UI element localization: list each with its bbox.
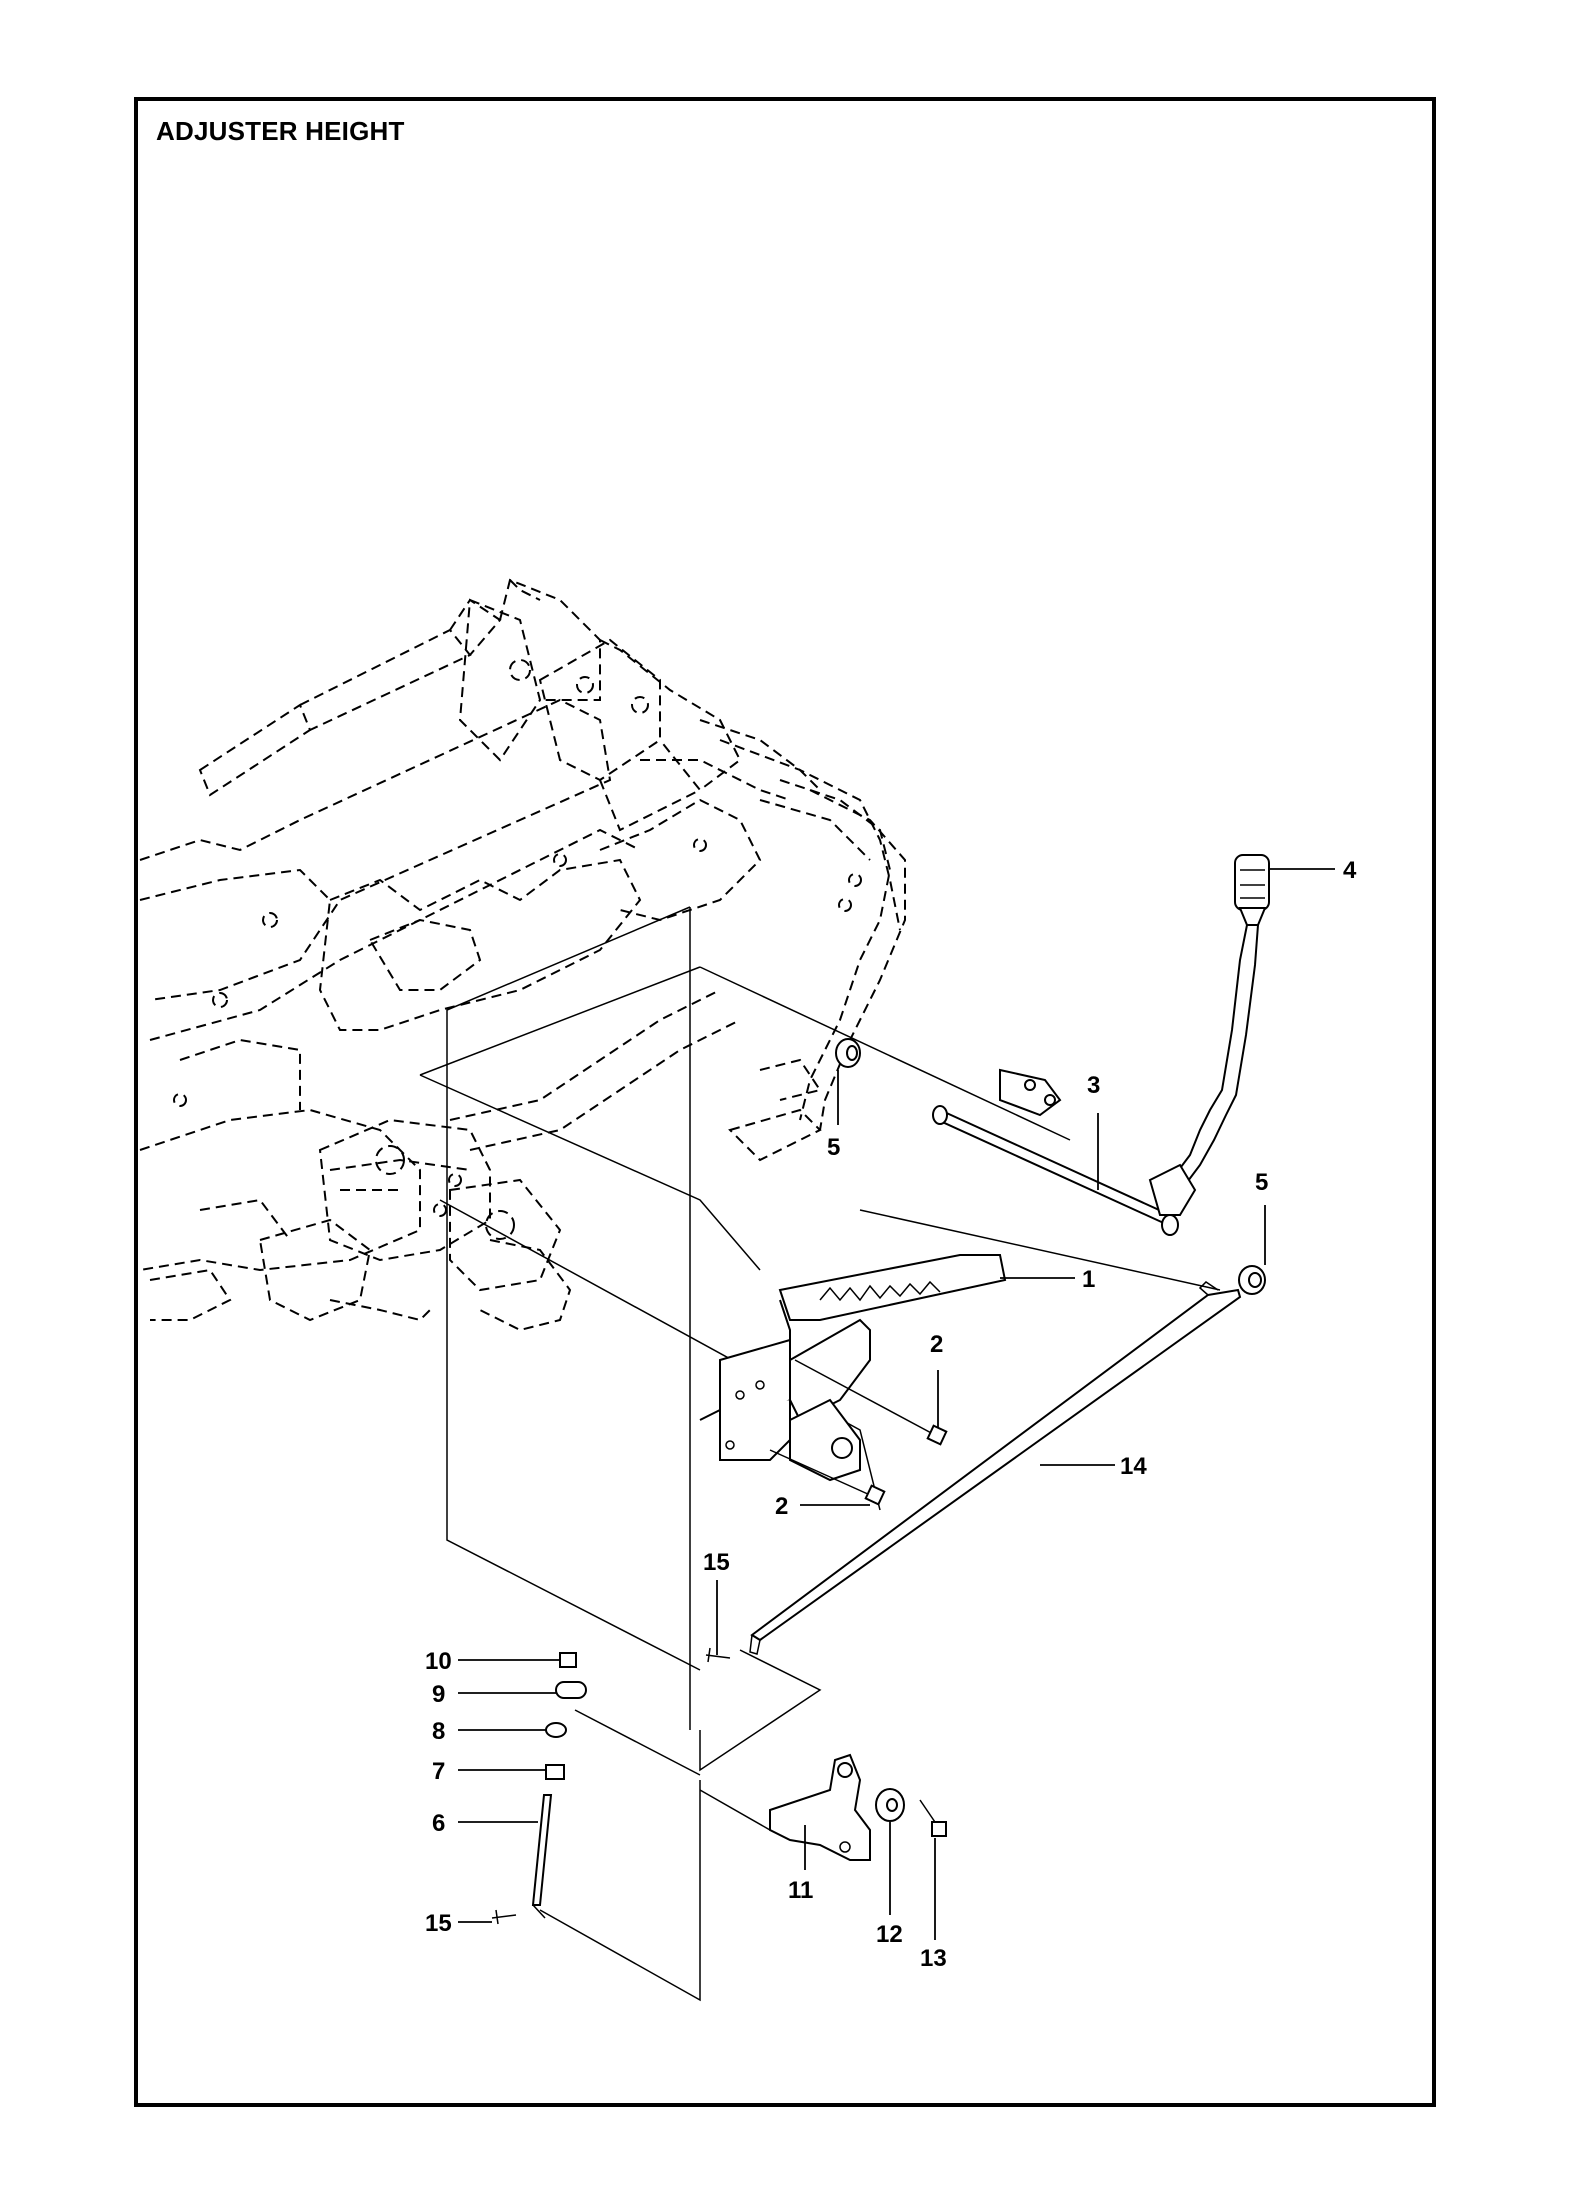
callout-13: 13 [920, 1945, 947, 1972]
callout-15-lower: 15 [425, 1910, 452, 1937]
part-13-bolt [919, 1799, 947, 1837]
lift-lever-arm [1148, 924, 1260, 1216]
callout-7: 7 [432, 1758, 445, 1785]
callout-9: 9 [432, 1681, 445, 1708]
part-3-lift-shaft [932, 1068, 1179, 1236]
part-1-height-plate [699, 1254, 1007, 1482]
part-10-nut [559, 1652, 577, 1668]
part-2-bolt-upper [794, 1359, 948, 1446]
callout-5-right: 5 [1255, 1169, 1268, 1196]
callout-6: 6 [432, 1810, 445, 1837]
part-11-lift-arm [769, 1753, 871, 1861]
part-8-washer [545, 1722, 567, 1738]
callout-11: 11 [788, 1877, 813, 1904]
callout-10: 10 [425, 1648, 452, 1675]
part-12-washer [875, 1788, 905, 1822]
callout-12: 12 [876, 1921, 903, 1948]
part-15-cotter-pin-lower [491, 1909, 517, 1925]
callout-3: 3 [1087, 1072, 1100, 1099]
part-7-nut [545, 1764, 565, 1780]
part-5-bushing-upper [835, 1038, 861, 1068]
part-4-knob [1234, 854, 1270, 926]
diagram-title: ADJUSTER HEIGHT [156, 116, 405, 146]
part-2-bolt-lower [769, 1449, 886, 1506]
callout-8: 8 [432, 1718, 445, 1745]
callout-14: 14 [1120, 1453, 1147, 1480]
callout-1: 1 [1082, 1266, 1095, 1293]
part-9-pin [555, 1681, 587, 1699]
part-6-threaded-rod [531, 1794, 553, 1919]
drawing-frame [134, 97, 1436, 2107]
callout-5-upper: 5 [827, 1134, 840, 1161]
leader-lines [458, 868, 1335, 1940]
part-14-rod [749, 1281, 1242, 1655]
callout-15-upper: 15 [703, 1549, 730, 1576]
callout-4: 4 [1343, 857, 1357, 884]
callout-2-lower: 2 [775, 1493, 788, 1520]
assembly-guide-lines [419, 906, 1221, 2002]
chassis-frame-outline [139, 578, 906, 1332]
callout-2-upper: 2 [930, 1331, 943, 1358]
part-5-bushing-right [1238, 1265, 1266, 1295]
callout-labels: 4 3 5 5 1 2 2 14 15 10 9 8 7 6 15 11 12 … [425, 857, 1357, 1972]
part-15-cotter-pin-upper [705, 1647, 731, 1663]
